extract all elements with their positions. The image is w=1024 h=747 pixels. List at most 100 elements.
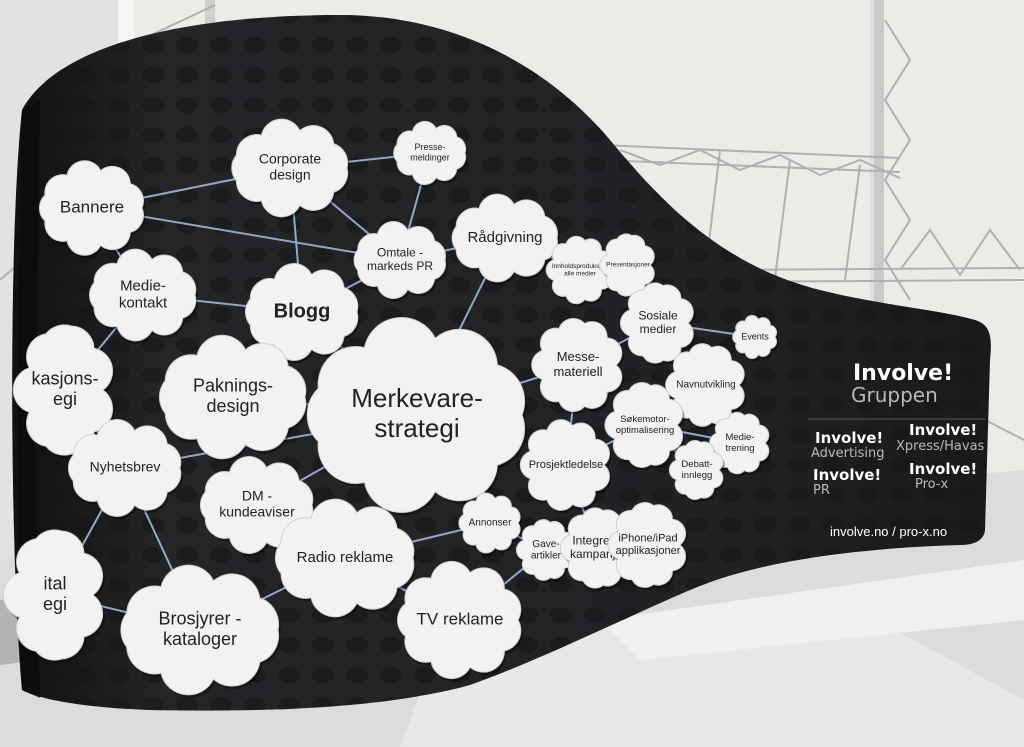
brand-prox-logo: Involve! <box>909 460 977 478</box>
cloud-medietrening: Medie-trening <box>709 411 771 477</box>
cloud-label: Blogg <box>274 300 331 322</box>
cloud-shape <box>274 498 415 618</box>
brand-xpress-name: Xpress/Havas <box>896 439 985 454</box>
cloud-label: Brosjyrer - <box>158 608 241 628</box>
brand-advertising-logo: Involve! <box>815 429 883 447</box>
cloud-shape <box>559 507 634 589</box>
cloud-label: design <box>206 396 259 416</box>
cloud-pressemeldinger: Presse-meldinger <box>393 120 468 188</box>
cloud-label: innlegg <box>682 470 713 481</box>
cloud-shape <box>353 221 446 299</box>
cloud-label: strategi <box>374 413 459 443</box>
cloud-label: Sosiale <box>638 308 678 322</box>
cloud-label: Bannere <box>60 197 124 216</box>
brand-group-logo: Involve! <box>853 361 953 386</box>
cloud-label: DM - <box>242 488 273 504</box>
cloud-shape <box>668 440 724 500</box>
cloud-shape <box>519 419 610 511</box>
cloud-presentasjoner: Presentasjoner <box>599 233 657 300</box>
cloud-label: Navnutvikling <box>676 380 735 391</box>
cloud-shape <box>393 120 467 186</box>
cloud-label: Radio reklame <box>297 549 394 566</box>
cloud-bannere: Bannere <box>39 160 146 259</box>
cloud-label: ital <box>43 573 66 593</box>
cloud-navnutvikling: Navnutvikling <box>665 343 747 430</box>
cloud-label: Corporate <box>259 151 321 167</box>
cloud-label: Annonser <box>469 518 512 529</box>
cloud-tv-reklame: TV reklame <box>397 560 523 682</box>
cloud-debattinnlegg: Debatt-innlegg <box>668 440 725 503</box>
brand-url: involve.no / pro-x.no <box>830 524 947 539</box>
cloud-label: Innholdsproduksjon <box>552 263 609 270</box>
brand-group-name: Gruppen <box>851 383 938 407</box>
cloud-shape <box>88 248 197 342</box>
cloud-label: Rådgivning <box>467 229 542 246</box>
cloud-shape <box>159 334 307 460</box>
cloud-shape <box>458 492 521 554</box>
cloud-label: Debatt- <box>681 459 712 470</box>
cloud-label: meldinger <box>410 153 450 163</box>
cloud-shape <box>732 314 778 360</box>
cloud-label: egi <box>43 594 67 614</box>
cloud-label: kasjons- <box>31 368 98 388</box>
cloud-shape <box>39 160 144 256</box>
cloud-label: Presentasjoner <box>606 262 651 269</box>
cloud-label: kataloger <box>163 629 237 649</box>
cloud-label: kundeaviser <box>219 504 295 520</box>
cloud-shape <box>397 560 522 680</box>
cloud-omtale-markeds-pr: Omtale -markeds PR <box>353 221 448 302</box>
cloud-label: Medie- <box>725 432 754 443</box>
cloud-label: Gave- <box>532 539 559 550</box>
cloud-shape <box>231 118 349 218</box>
cloud-sokemotoroptimalisering: Søkemotor-optimalisering <box>604 382 685 471</box>
cloud-label: applikasjoner <box>616 545 681 557</box>
cloud-label: iPhone/iPad <box>618 533 677 545</box>
cloud-merkevarestrategi: Merkevare-strategi <box>306 317 527 516</box>
brand-pr-name: PR <box>813 483 830 498</box>
cloud-shape <box>2 529 104 661</box>
cloud-label: markeds PR <box>367 259 433 273</box>
cloud-annonser: Annonser <box>458 492 523 557</box>
cloud-brosjyrer-kataloger: Brosjyrer -kataloger <box>120 564 281 698</box>
cloud-label: Prosjektledelse <box>529 459 604 471</box>
cloud-label: egi <box>53 389 77 409</box>
cloud-label: Merkevare- <box>351 383 482 413</box>
cloud-shape <box>451 193 558 283</box>
cloud-prosjektledelse: Prosjektledelse <box>519 419 612 514</box>
cloud-label: materiell <box>553 364 602 379</box>
cloud-nyhetsbrev: Nyhetsbrev <box>67 419 183 520</box>
cloud-pakningsdesign: Paknings-design <box>159 334 308 462</box>
cloud-blogg: Blogg <box>244 263 360 364</box>
cloud-label: Medie- <box>120 277 166 294</box>
cloud-shape <box>515 519 575 581</box>
brand-pr-logo: Involve! <box>813 466 881 484</box>
cloud-shape <box>604 382 684 468</box>
cloud-shape <box>67 419 182 517</box>
cloud-shape <box>244 263 359 361</box>
cloud-label: Presse- <box>414 142 445 152</box>
cloud-label: design <box>269 167 310 183</box>
cloud-radgivning: Rådgivning <box>451 193 560 285</box>
cloud-label: alle medier <box>564 270 597 277</box>
cloud-label: Søkemotor- <box>620 414 670 425</box>
truss-frame <box>0 4 1024 441</box>
cloud-label: medier <box>640 322 677 336</box>
cloud-radio-reklame: Radio reklame <box>274 498 416 620</box>
cloud-label: trening <box>725 443 754 454</box>
brand-prox-name: Pro-x <box>915 477 949 492</box>
cloud-messemateriell: Messe-materiell <box>531 317 624 415</box>
cloud-label: Paknings- <box>193 375 273 395</box>
cloud-label: TV reklame <box>417 609 504 628</box>
cloud-label: Nyhetsbrev <box>90 459 161 475</box>
cloud-label: Events <box>741 331 769 341</box>
cloud-shape <box>531 317 623 413</box>
cloud-label: optimalisering <box>616 425 675 436</box>
cloud-shape <box>545 235 613 305</box>
cloud-group: BannereCorporatedesignPresse-meldingerOm… <box>2 118 779 698</box>
cloud-shape <box>306 317 526 513</box>
brand-xpress-logo: Involve! <box>909 421 977 439</box>
